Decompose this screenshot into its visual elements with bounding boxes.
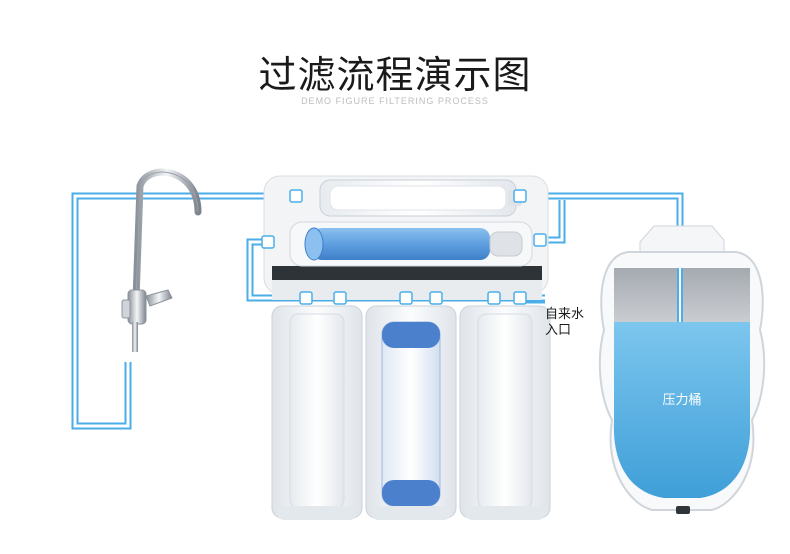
ro-membrane (289, 221, 533, 267)
housing-ppf (271, 305, 363, 520)
inlet-label-line1: 自来水 (545, 307, 584, 322)
pressure-tank: 压力桶 (598, 225, 766, 514)
tank-label: 压力桶 (662, 393, 701, 408)
housing-carbon (365, 305, 457, 520)
faucet (121, 168, 202, 352)
diagram-subtitle: DEMO FIGURE FILTERING PROCESS (301, 96, 489, 106)
housing-third (459, 305, 551, 520)
inlet-label-line2: 入口 (545, 323, 571, 338)
pipe-connectors (261, 189, 547, 305)
diagram-title: 过滤流程演示图 (258, 53, 532, 97)
filter-module (263, 175, 549, 300)
post-carbon-filter (319, 179, 522, 217)
